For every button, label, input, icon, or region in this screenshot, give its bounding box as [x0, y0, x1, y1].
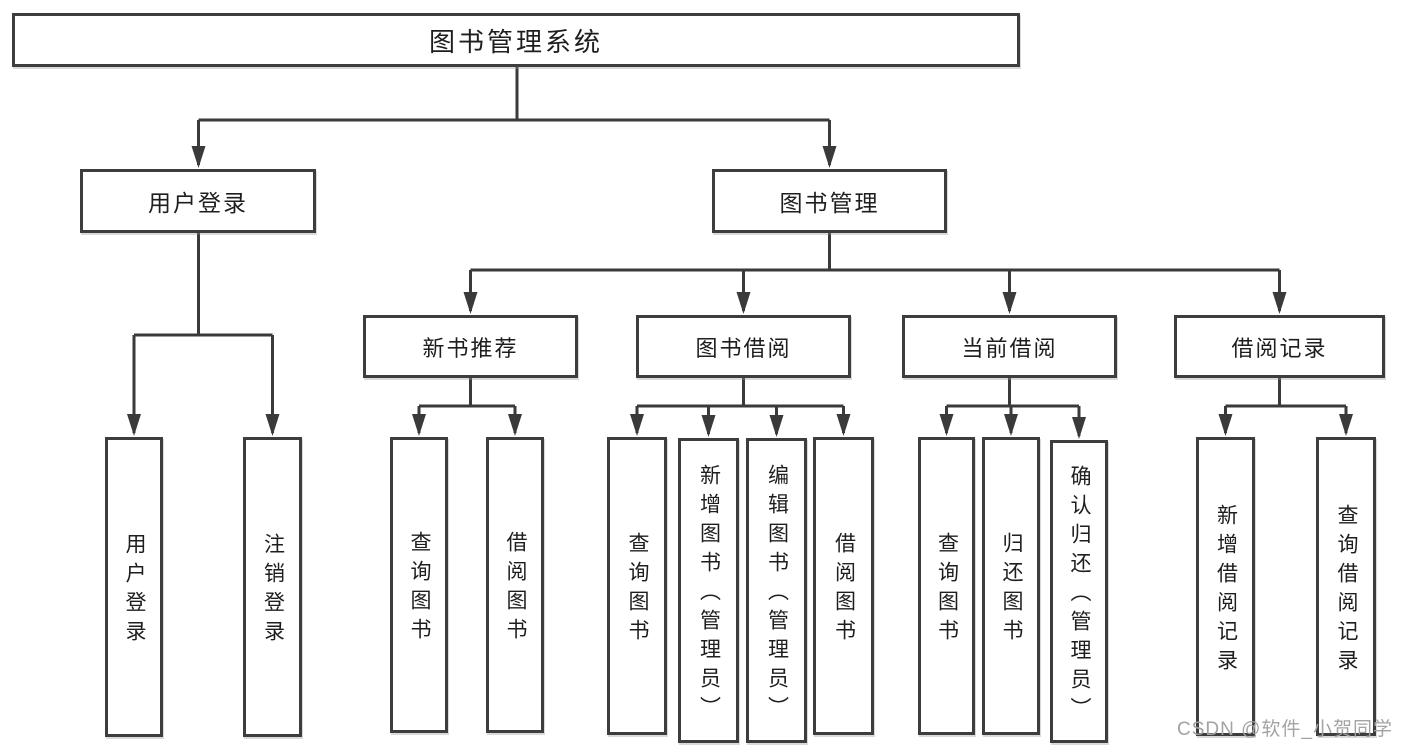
- leaf-br-add-record-label: 新增借阅记录: [1214, 503, 1238, 678]
- leaf-nb-query-book-label: 查询图书: [408, 531, 431, 647]
- node-book-management: 图书管理: [712, 169, 947, 233]
- leaf-cb-return-book: 归还图书: [982, 437, 1040, 735]
- connector-user-login-bracket: [134, 233, 273, 337]
- node-new-book-recommend: 新书推荐: [363, 315, 578, 378]
- node-user-login-label: 用户登录: [148, 190, 248, 216]
- leaf-bb-add-book-admin: 新增图书（管理员）: [678, 438, 739, 743]
- leaf-cb-confirm-return-admin-label: 确认归还（管理员）: [1068, 465, 1091, 726]
- connector-book-management-bracket: [470, 233, 1280, 272]
- leaf-bb-edit-book-admin: 编辑图书（管理员）: [746, 438, 807, 743]
- node-root-label: 图书管理系统: [428, 26, 603, 57]
- leaf-br-query-record-label: 查询借阅记录: [1335, 503, 1358, 678]
- node-new-book-recommend-label: 新书推荐: [422, 335, 519, 361]
- node-book-borrow-label: 图书借阅: [695, 335, 792, 361]
- connector-root-bracket: [198, 67, 830, 122]
- leaf-br-query-record: 查询借阅记录: [1316, 437, 1376, 736]
- connector-new-book-bracket: [419, 378, 515, 408]
- connector-book-borrow-bracket: [637, 378, 844, 408]
- node-root: 图书管理系统: [12, 13, 1020, 67]
- leaf-bb-borrow-book-label: 借阅图书: [832, 532, 856, 648]
- node-book-management-label: 图书管理: [779, 190, 880, 216]
- node-current-borrow-label: 当前借阅: [961, 335, 1058, 361]
- connector-current-borrow-bracket: [946, 378, 1079, 408]
- leaf-br-add-record: 新增借阅记录: [1196, 437, 1255, 736]
- leaf-bb-borrow-book: 借阅图书: [813, 437, 874, 735]
- node-user-login: 用户登录: [80, 169, 316, 233]
- leaf-bb-add-book-admin-label: 新增图书（管理员）: [697, 464, 721, 725]
- leaf-cb-query-book: 查询图书: [918, 437, 975, 735]
- leaf-nb-borrow-book: 借阅图书: [486, 437, 544, 733]
- leaf-logout: 注销登录: [243, 437, 302, 737]
- leaf-nb-borrow-book-label: 借阅图书: [504, 531, 527, 647]
- leaf-cb-confirm-return-admin: 确认归还（管理员）: [1050, 440, 1108, 743]
- node-borrow-records: 借阅记录: [1174, 315, 1385, 378]
- leaf-logout-label: 注销登录: [261, 533, 285, 649]
- leaf-user-login: 用户登录: [105, 437, 163, 737]
- node-borrow-records-label: 借阅记录: [1231, 335, 1328, 361]
- leaf-bb-query-book: 查询图书: [607, 437, 667, 735]
- leaf-bb-edit-book-admin-label: 编辑图书（管理员）: [765, 464, 789, 725]
- node-book-borrow: 图书借阅: [636, 315, 851, 378]
- leaf-cb-return-book-label: 归还图书: [1000, 532, 1023, 648]
- leaf-nb-query-book: 查询图书: [390, 437, 448, 733]
- watermark: CSDN @软件_小贺同学: [1177, 719, 1393, 740]
- leaf-bb-query-book-label: 查询图书: [626, 532, 649, 648]
- node-current-borrow: 当前借阅: [902, 315, 1117, 378]
- leaf-cb-query-book-label: 查询图书: [935, 532, 959, 648]
- leaf-user-login-label: 用户登录: [123, 533, 146, 649]
- connector-borrow-records-bracket: [1225, 378, 1346, 408]
